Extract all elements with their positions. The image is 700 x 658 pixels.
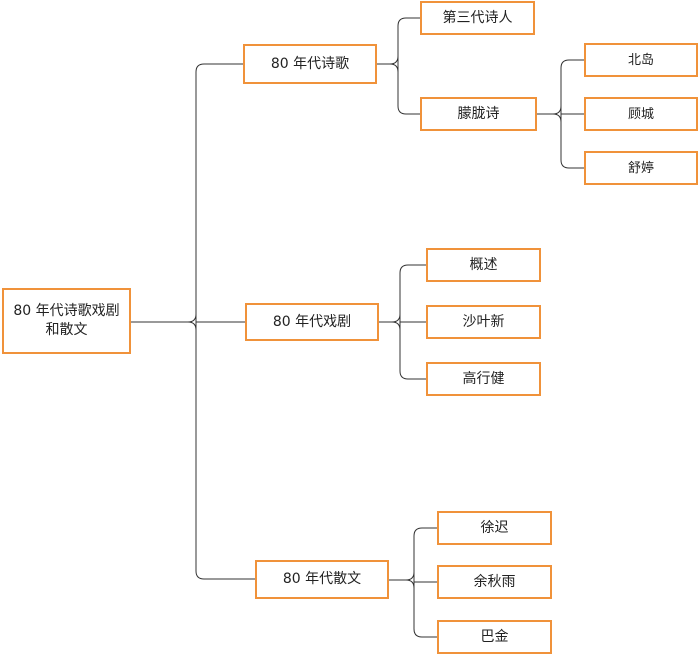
branch-node-prose[interactable]: 80 年代散文 bbox=[255, 560, 389, 599]
leaf-node-third-generation-poets[interactable]: 第三代诗人 bbox=[420, 1, 535, 35]
prose-connector-branch-0 bbox=[413, 527, 437, 537]
drama-connector-stem bbox=[379, 313, 401, 331]
prose-connector-branch-2 bbox=[413, 628, 437, 638]
misty-connector-stem bbox=[537, 105, 562, 123]
leaf-node-gu-cheng[interactable]: 顾城 bbox=[584, 97, 698, 131]
drama-connector-branch-0 bbox=[399, 264, 426, 274]
leaf-node-overview[interactable]: 概述 bbox=[426, 248, 541, 282]
branch-node-drama[interactable]: 80 年代戏剧 bbox=[245, 303, 379, 341]
sub-branch-node-misty-poetry[interactable]: 朦胧诗 bbox=[420, 97, 537, 131]
leaf-node-ba-jin[interactable]: 巴金 bbox=[437, 620, 552, 654]
branch-node-poetry[interactable]: 80 年代诗歌 bbox=[243, 44, 377, 84]
poetry-connector-stem bbox=[377, 55, 399, 73]
leaf-node-bei-dao[interactable]: 北岛 bbox=[584, 43, 698, 77]
leaf-node-xu-chi[interactable]: 徐迟 bbox=[437, 511, 552, 545]
drama-connector-branch-2 bbox=[399, 370, 426, 380]
poetry-connector-branch-0 bbox=[397, 17, 420, 27]
root-connector-branch-0 bbox=[195, 63, 243, 73]
root-connector-branch-2 bbox=[195, 570, 255, 580]
root-node[interactable]: 80 年代诗歌戏剧 和散文 bbox=[2, 288, 131, 354]
misty-connector-branch-0 bbox=[560, 59, 584, 69]
poetry-connector-branch-1 bbox=[397, 105, 420, 115]
misty-connector-branch-2 bbox=[560, 159, 584, 169]
leaf-node-shu-ting[interactable]: 舒婷 bbox=[584, 151, 698, 185]
leaf-node-sha-yexin[interactable]: 沙叶新 bbox=[426, 305, 541, 339]
prose-connector-stem bbox=[389, 571, 415, 589]
leaf-node-yu-qiuyu[interactable]: 余秋雨 bbox=[437, 565, 552, 599]
leaf-node-gao-xingjian[interactable]: 高行健 bbox=[426, 362, 541, 396]
root-connector-stem bbox=[131, 313, 197, 331]
